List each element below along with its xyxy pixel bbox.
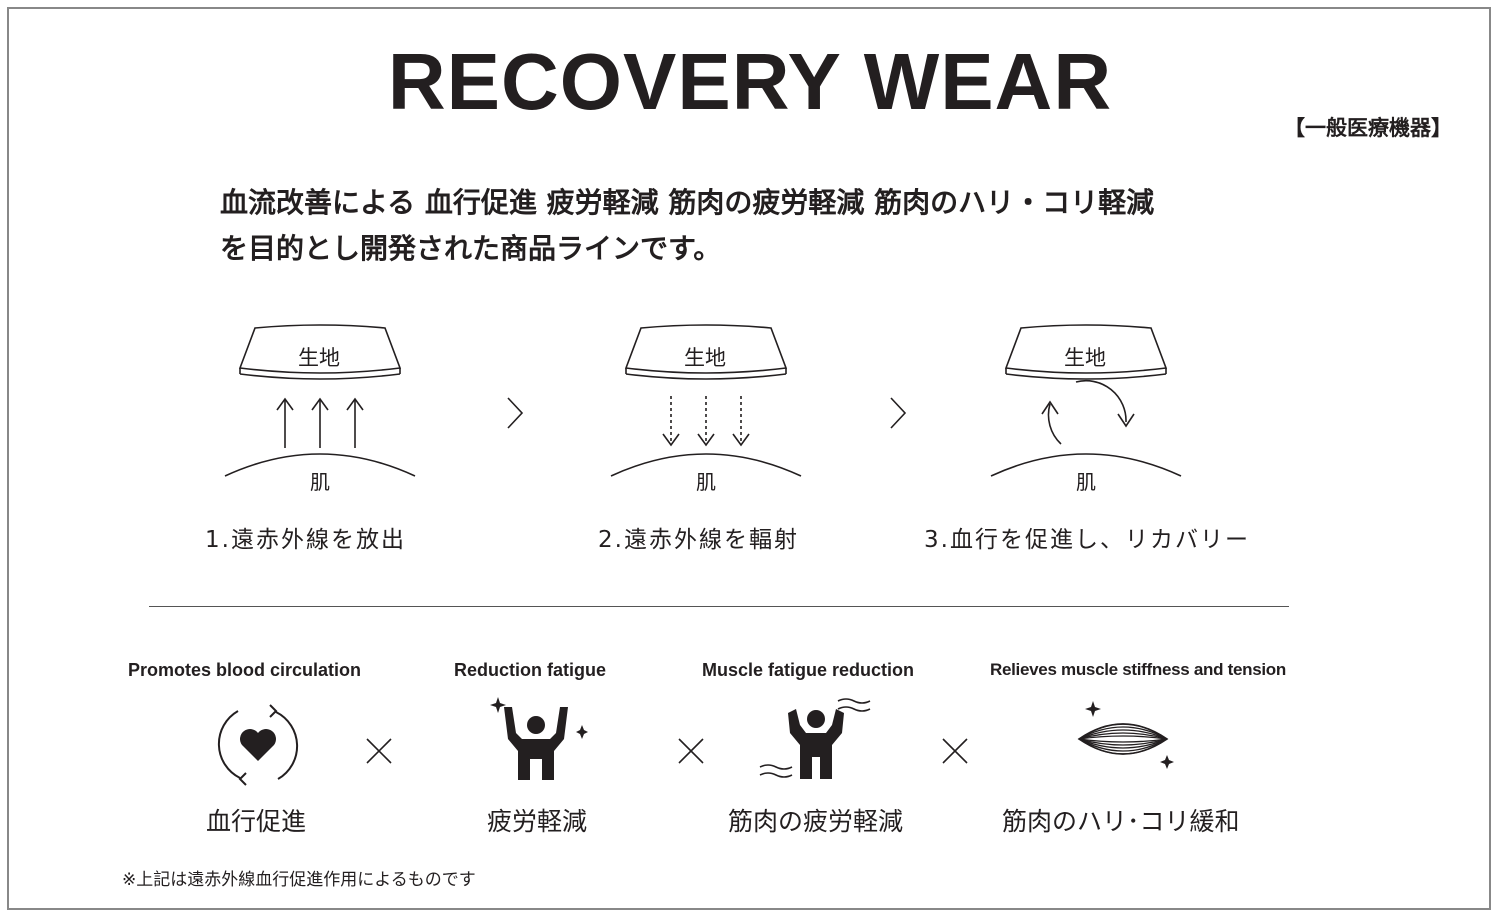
skin-label: 肌 (1076, 470, 1096, 494)
person-flexing-icon (758, 695, 873, 789)
page-frame (7, 7, 1491, 910)
benefit-4-english: Relieves muscle stiffness and tension (990, 660, 1286, 679)
benefit-3-japanese: 筋肉の疲労軽減 (728, 807, 904, 836)
times-icon (940, 736, 970, 770)
step-1-diagram: 生地 肌 (210, 320, 450, 500)
fabric-label: 生地 (1064, 346, 1106, 370)
benefit-2-japanese: 疲労軽減 (487, 807, 588, 836)
times-icon (364, 736, 394, 770)
step-2-diagram: 生地 肌 (596, 320, 836, 500)
chevron-right-icon (505, 395, 525, 435)
step-3-diagram: 生地 肌 (976, 320, 1216, 500)
times-icon (676, 736, 706, 770)
fabric-label: 生地 (684, 346, 726, 370)
step-3-caption: 3.血行を促進し、リカバリー (924, 527, 1250, 553)
footnote: ※上記は遠赤外線血行促進作用によるものです (122, 870, 476, 890)
section-divider (149, 606, 1289, 607)
benefit-3-english: Muscle fatigue reduction (702, 660, 915, 680)
intro-line-1: 血流改善による 血行促進 疲労軽減 筋肉の疲労軽減 筋肉のハリ・コリ軽減 (220, 186, 1155, 219)
muscle-fiber-icon (1075, 695, 1180, 779)
intro-text: 血流改善による 血行促進 疲労軽減 筋肉の疲労軽減 筋肉のハリ・コリ軽減 を目的… (220, 180, 1154, 272)
skin-label: 肌 (310, 470, 330, 494)
classification-label: 【一般医療機器】 (1284, 116, 1452, 140)
person-raised-arms-icon (488, 695, 588, 789)
benefit-1-english: Promotes blood circulation (128, 660, 362, 680)
fabric-label: 生地 (298, 346, 340, 370)
chevron-right-icon (888, 395, 908, 435)
step-2-caption: 2.遠赤外線を輻射 (598, 527, 799, 553)
skin-label: 肌 (696, 470, 716, 494)
benefit-1-japanese: 血行促進 (206, 807, 307, 836)
intro-line-2: を目的とし開発された商品ラインです。 (220, 232, 722, 265)
benefit-2-english: Reduction fatigue (454, 660, 606, 680)
heart-cycle-icon (208, 695, 308, 799)
benefit-4-japanese: 筋肉のハリ･コリ緩和 (1002, 807, 1240, 836)
page-title: RECOVERY WEAR (387, 37, 1113, 126)
step-1-caption: 1.遠赤外線を放出 (205, 527, 406, 553)
